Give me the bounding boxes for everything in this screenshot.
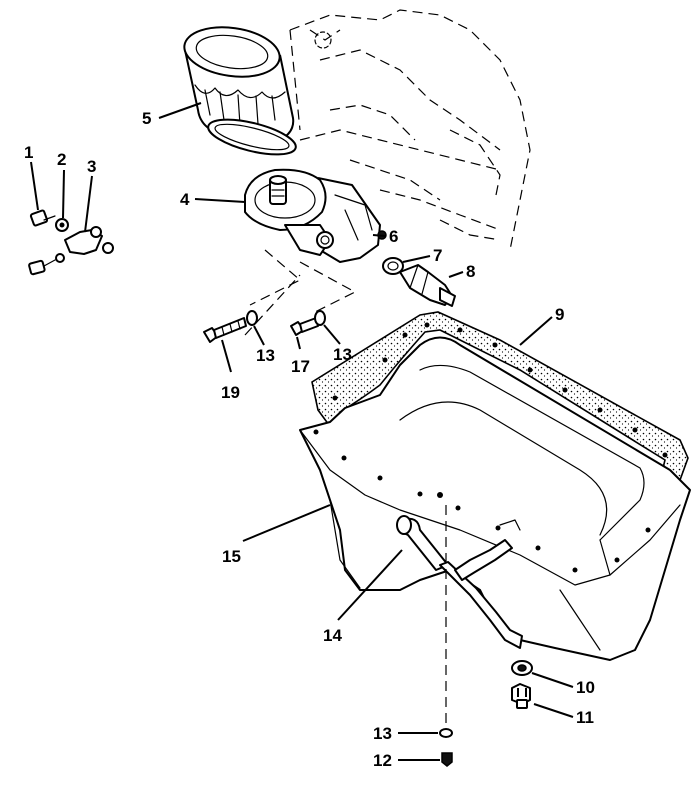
- drain-plug-washer: [511, 660, 533, 676]
- callout-13: 13: [256, 346, 275, 365]
- filter-adapter: [244, 168, 387, 263]
- callout-2: 2: [57, 150, 66, 169]
- callout-7: 7: [433, 246, 442, 265]
- callout-14: 14: [323, 626, 342, 645]
- engine-block-outline: [289, 9, 531, 251]
- oil-pressure-sender: [399, 264, 456, 307]
- bolt-19: [203, 317, 247, 343]
- callout-17: 17: [291, 357, 310, 376]
- callout-5: 5: [142, 109, 151, 128]
- washer-13a: [246, 310, 258, 326]
- callout-labels: 1 2 3 4 5 6 7 8 9 10 11 12 13 13 13 14 1…: [24, 109, 595, 770]
- callout-8: 8: [466, 262, 475, 281]
- small-plug-12: [441, 752, 453, 767]
- callout-4: 4: [180, 190, 190, 209]
- callout-6: 6: [389, 227, 398, 246]
- o-ring: [382, 257, 404, 275]
- oil-pan: [299, 336, 691, 661]
- callout-1: 1: [24, 143, 33, 162]
- bolt-17: [290, 317, 319, 336]
- callout-12: 12: [373, 751, 392, 770]
- callout-13: 13: [373, 724, 392, 743]
- callout-11: 11: [576, 708, 594, 727]
- washer-13b: [314, 310, 326, 326]
- fitting-assembly: [28, 209, 114, 276]
- oil-filter: [183, 26, 297, 156]
- leader-lines: [30, 102, 574, 761]
- callout-15: 15: [222, 547, 241, 566]
- callout-3: 3: [87, 157, 96, 176]
- oil-pickup-tube: [396, 515, 523, 649]
- callout-19: 19: [221, 383, 240, 402]
- callout-13: 13: [333, 345, 352, 364]
- small-washer-13c: [439, 728, 453, 738]
- callout-10: 10: [576, 678, 595, 697]
- drain-plug: [511, 683, 531, 709]
- callout-9: 9: [555, 305, 564, 324]
- alignment-guides: [244, 249, 357, 336]
